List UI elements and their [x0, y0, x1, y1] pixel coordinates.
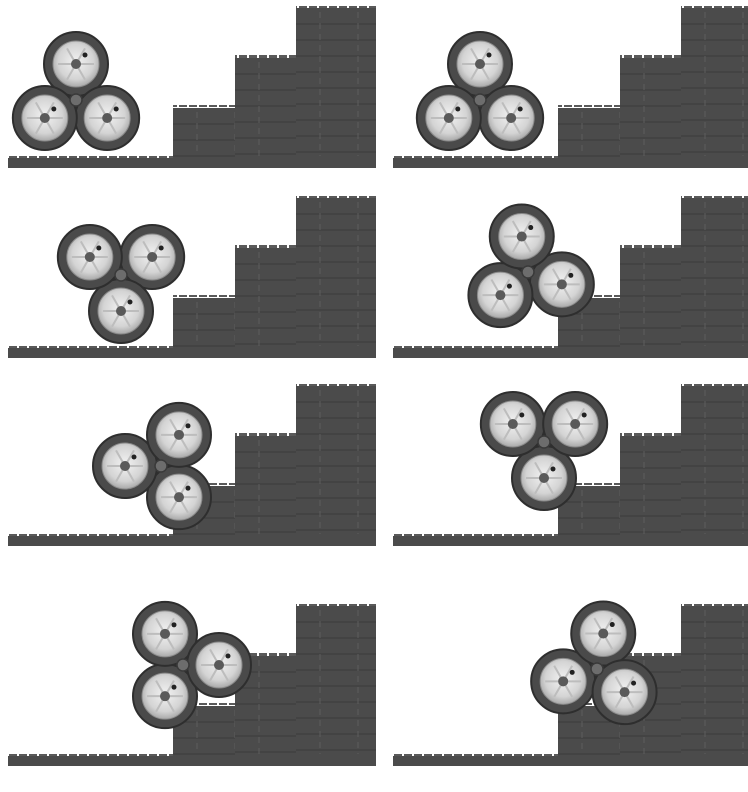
wheel-hub [539, 473, 549, 483]
wheel-hub [570, 419, 580, 429]
wheel-hub [116, 306, 126, 316]
wheel-hub [147, 252, 157, 262]
wheel [147, 403, 211, 467]
cluster-axle [538, 436, 550, 448]
wheel-hub [508, 419, 518, 429]
wheel-hub [120, 461, 130, 471]
stair-step-3 [296, 198, 376, 356]
wheel [490, 205, 554, 269]
cluster-axle [522, 266, 534, 278]
cluster-axle [591, 663, 603, 675]
wheel-cluster [13, 32, 139, 150]
wheel [187, 633, 251, 697]
stair-step-3 [681, 8, 748, 166]
wheel-cluster [93, 403, 211, 529]
stair-step-3 [681, 606, 748, 764]
wheel-hub [506, 113, 516, 123]
wheel-hub [444, 113, 454, 123]
wheel-hub [558, 676, 568, 686]
wheel [13, 86, 77, 150]
wheel-hub [475, 59, 485, 69]
wheel-hub [102, 113, 112, 123]
panel-7 [8, 602, 376, 766]
wheel-hub [174, 492, 184, 502]
panel-2 [393, 5, 748, 168]
stair-step-3 [681, 198, 748, 356]
wheel-hub [557, 279, 567, 289]
wheel-hub [85, 252, 95, 262]
cluster-axle [474, 94, 486, 106]
wheel [571, 602, 635, 666]
wheel-hub [214, 660, 224, 670]
stair-step-3 [296, 386, 376, 544]
panel-6 [393, 383, 748, 546]
wheel [481, 392, 545, 456]
panel-1 [8, 5, 376, 168]
wheel-cluster [417, 32, 543, 150]
stair-step-3 [296, 606, 376, 764]
wheel-hub [40, 113, 50, 123]
cluster-axle [155, 460, 167, 472]
wheel-hub [620, 687, 630, 697]
panel-5 [8, 383, 376, 546]
wheel-hub [517, 232, 527, 242]
wheel-cluster [468, 205, 593, 328]
wheel-hub [174, 430, 184, 440]
wheel [543, 392, 607, 456]
panel-4 [393, 195, 748, 358]
stair-step-3 [681, 386, 748, 544]
wheel-hub [71, 59, 81, 69]
wheel-hub [160, 629, 170, 639]
wheel-hub [160, 691, 170, 701]
wheel-hub [495, 290, 505, 300]
cluster-axle [70, 94, 82, 106]
panel-8 [393, 602, 748, 766]
stair-step-3 [296, 8, 376, 166]
wheel [479, 86, 543, 150]
wheel-hub [598, 629, 608, 639]
wheel [75, 86, 139, 150]
panel-3 [8, 195, 376, 358]
wheel-cluster [58, 225, 184, 343]
stair-block [8, 195, 376, 358]
wheel [417, 86, 481, 150]
cluster-axle [115, 269, 127, 281]
wheel [58, 225, 122, 289]
cluster-axle [177, 659, 189, 671]
